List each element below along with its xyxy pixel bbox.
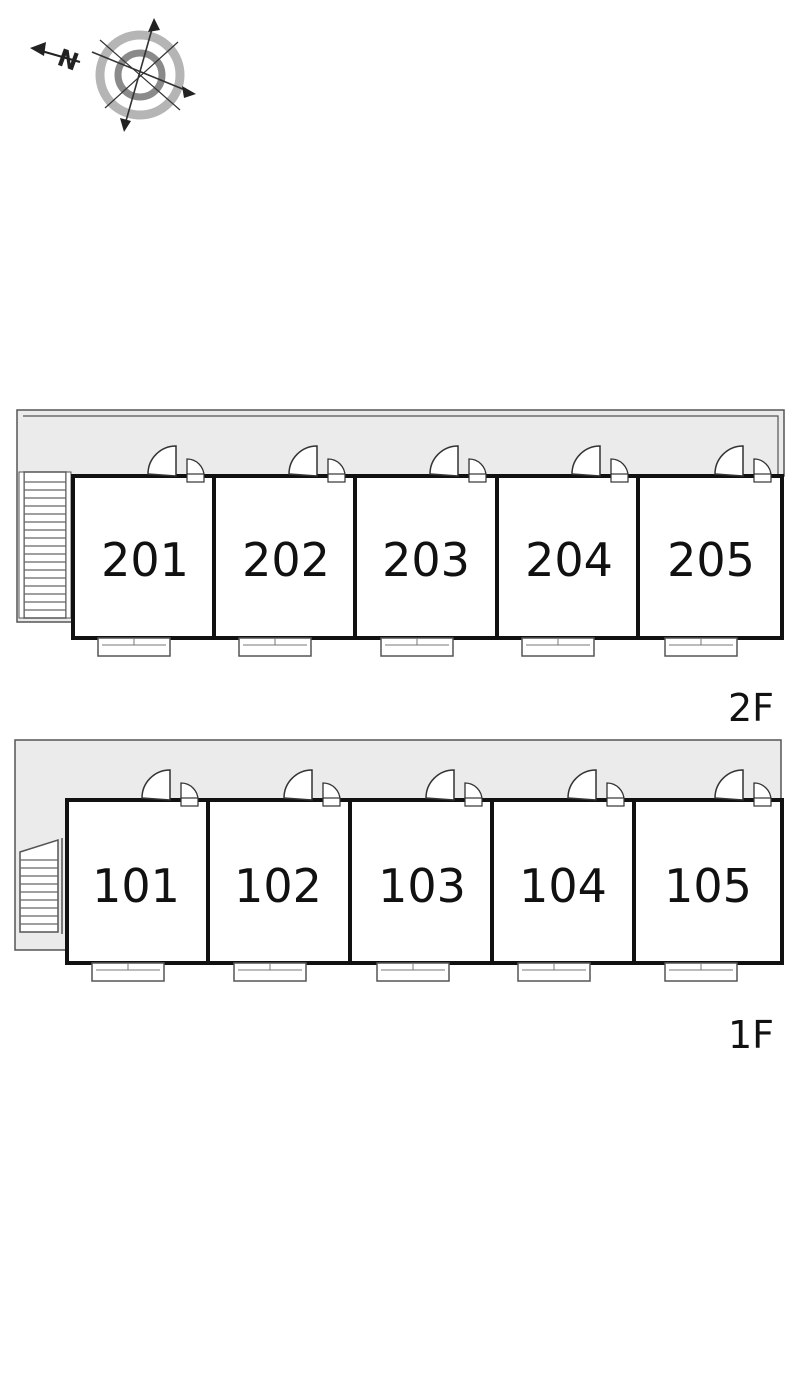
unit-105: 105 (664, 769, 772, 982)
door-icon (327, 458, 346, 477)
door-icon (753, 782, 772, 801)
window-icon (664, 962, 738, 982)
stairs-icon (18, 471, 72, 619)
unit-102: 102 (233, 769, 341, 982)
north-compass-icon: N (30, 18, 196, 132)
door-icon (468, 458, 487, 477)
door-icon (322, 782, 341, 801)
door-icon (606, 782, 625, 801)
unit-104: 104 (517, 769, 625, 982)
door-icon (610, 458, 629, 477)
unit-number: 101 (92, 859, 180, 913)
door-icon (429, 445, 459, 477)
unit-101: 101 (91, 769, 199, 982)
floor-1f: 101 102 103 (14, 739, 784, 1057)
floor-2f: 201 202 203 (16, 409, 785, 730)
unit-205: 205 (664, 445, 772, 657)
unit-number: 204 (525, 533, 613, 587)
unit-number: 205 (667, 533, 755, 587)
window-icon (376, 962, 450, 982)
unit-number: 103 (378, 859, 466, 913)
unit-201: 201 (97, 445, 205, 657)
unit-number: 202 (242, 533, 330, 587)
unit-number: 105 (664, 859, 752, 913)
door-icon (141, 769, 171, 801)
door-icon (186, 458, 205, 477)
door-icon (571, 445, 601, 477)
door-icon (425, 769, 455, 801)
window-icon (91, 962, 165, 982)
unit-204: 204 (521, 445, 629, 657)
door-icon (180, 782, 199, 801)
door-icon (753, 458, 772, 477)
compass-north-letter: N (54, 43, 82, 76)
unit-203: 203 (380, 445, 487, 657)
window-icon (380, 637, 454, 657)
window-icon (517, 962, 591, 982)
door-icon (567, 769, 597, 801)
door-icon (714, 445, 744, 477)
window-icon (233, 962, 307, 982)
floor-label-2f: 2F (728, 686, 774, 730)
window-icon (97, 637, 171, 657)
unit-103: 103 (376, 769, 483, 982)
window-icon (521, 637, 595, 657)
unit-number: 104 (519, 859, 607, 913)
window-icon (664, 637, 738, 657)
door-icon (714, 769, 744, 801)
door-icon (464, 782, 483, 801)
door-icon (288, 445, 318, 477)
stairs-icon (19, 838, 63, 934)
unit-202: 202 (238, 445, 346, 657)
unit-number: 102 (234, 859, 322, 913)
door-icon (147, 445, 177, 477)
unit-number: 201 (101, 533, 189, 587)
door-icon (283, 769, 313, 801)
window-icon (238, 637, 312, 657)
unit-number: 203 (382, 533, 470, 587)
floor-label-1f: 1F (728, 1013, 774, 1057)
